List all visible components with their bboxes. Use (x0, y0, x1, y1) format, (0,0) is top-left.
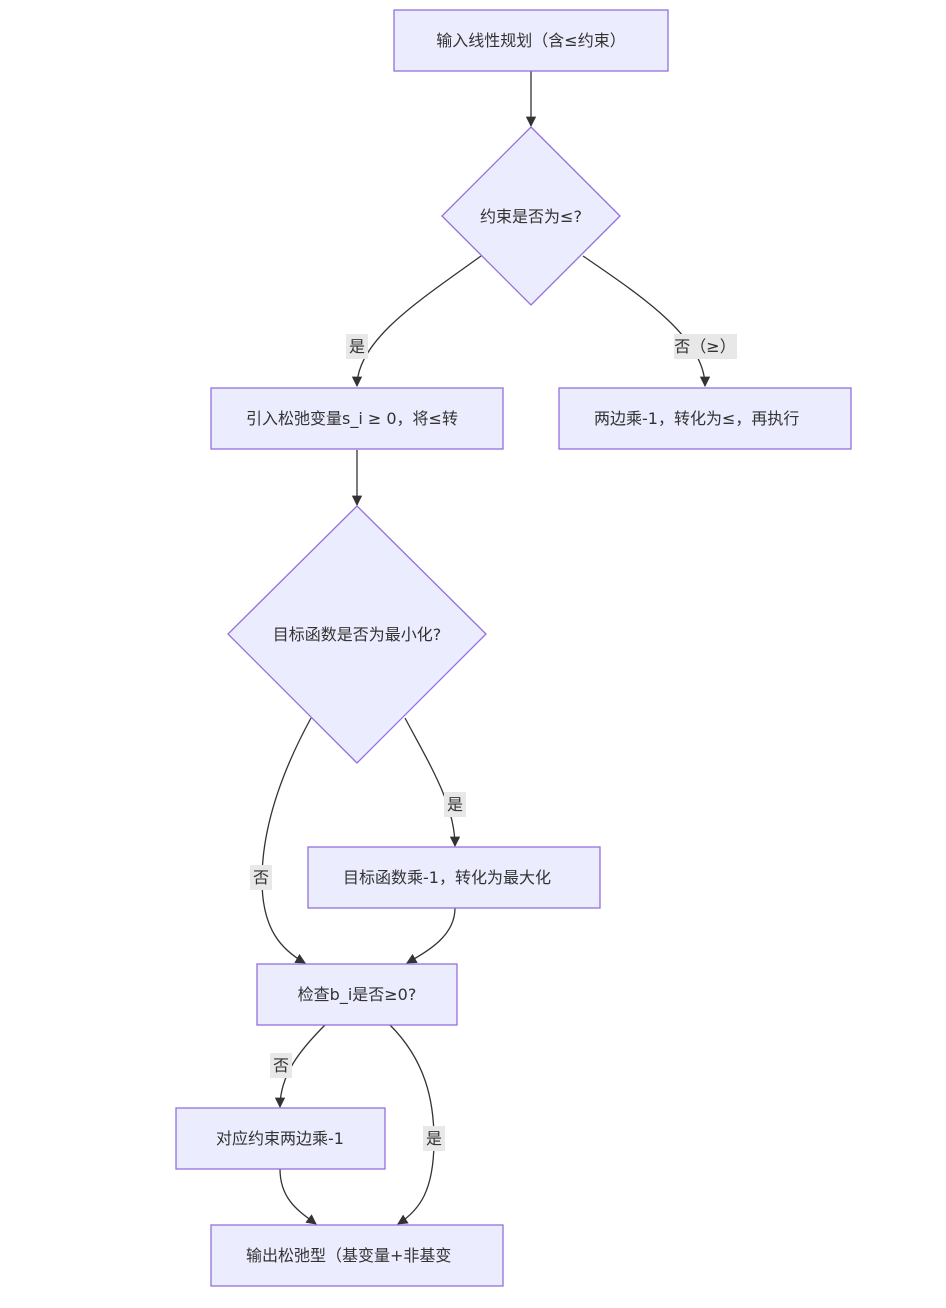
svg-text:是: 是 (426, 1129, 442, 1148)
edge-label-is-min-no: 否 (250, 865, 272, 890)
node-input-label: 输入线性规划（含≤约束） (436, 31, 625, 50)
node-is-le: 约束是否为≤? (441, 126, 621, 306)
node-output-label: 输出松弛型（基变量+非基变 (246, 1246, 451, 1265)
edge-label-is-le-no: 否（≥） (674, 334, 737, 359)
node-output: 输出松弛型（基变量+非基变 (210, 1224, 504, 1287)
node-flip-ge: 两边乘-1，转化为≤，再执行 (558, 387, 852, 450)
edge-is-min-no (261, 717, 312, 964)
node-flip-row: 对应约束两边乘-1 (175, 1107, 386, 1170)
edge-label-check-b-no: 否 (270, 1053, 292, 1078)
edge-label-is-le-yes: 是 (346, 334, 368, 359)
node-obj-flip: 目标函数乘-1，转化为最大化 (307, 846, 601, 909)
svg-text:否: 否 (253, 868, 269, 887)
node-is-min-label: 目标函数是否为最小化? (273, 625, 442, 644)
edge-obj-flip-to-check-b (406, 907, 456, 964)
svg-text:否（≥）: 否（≥） (674, 337, 735, 356)
edge-is-le-no (582, 255, 711, 388)
node-add-slack: 引入松弛变量s_i ≥ 0，将≤转 (210, 387, 504, 450)
node-flip-ge-label: 两边乘-1，转化为≤，再执行 (594, 409, 799, 428)
svg-text:是: 是 (447, 795, 463, 814)
node-is-le-label: 约束是否为≤? (480, 207, 582, 226)
node-obj-flip-label: 目标函数乘-1，转化为最大化 (343, 868, 551, 887)
edge-label-check-b-yes: 是 (423, 1126, 445, 1151)
edge-check-b-no (274, 1024, 326, 1109)
edge-label-is-min-yes: 是 (444, 792, 466, 817)
svg-text:是: 是 (349, 337, 365, 356)
edge-check-b-yes (389, 1024, 435, 1225)
node-add-slack-label: 引入松弛变量s_i ≥ 0，将≤转 (246, 409, 458, 429)
svg-text:否: 否 (273, 1056, 289, 1075)
node-is-min: 目标函数是否为最小化? (227, 505, 487, 764)
node-check-b: 检查b_i是否≥0? (256, 963, 458, 1026)
node-flip-row-label: 对应约束两边乘-1 (216, 1129, 344, 1148)
edge-is-min-yes (404, 717, 461, 848)
node-check-b-label: 检查b_i是否≥0? (298, 985, 417, 1005)
edge-flip-row-to-output (279, 1168, 317, 1225)
node-input: 输入线性规划（含≤约束） (393, 9, 669, 72)
edge-is-le-yes (351, 255, 482, 388)
